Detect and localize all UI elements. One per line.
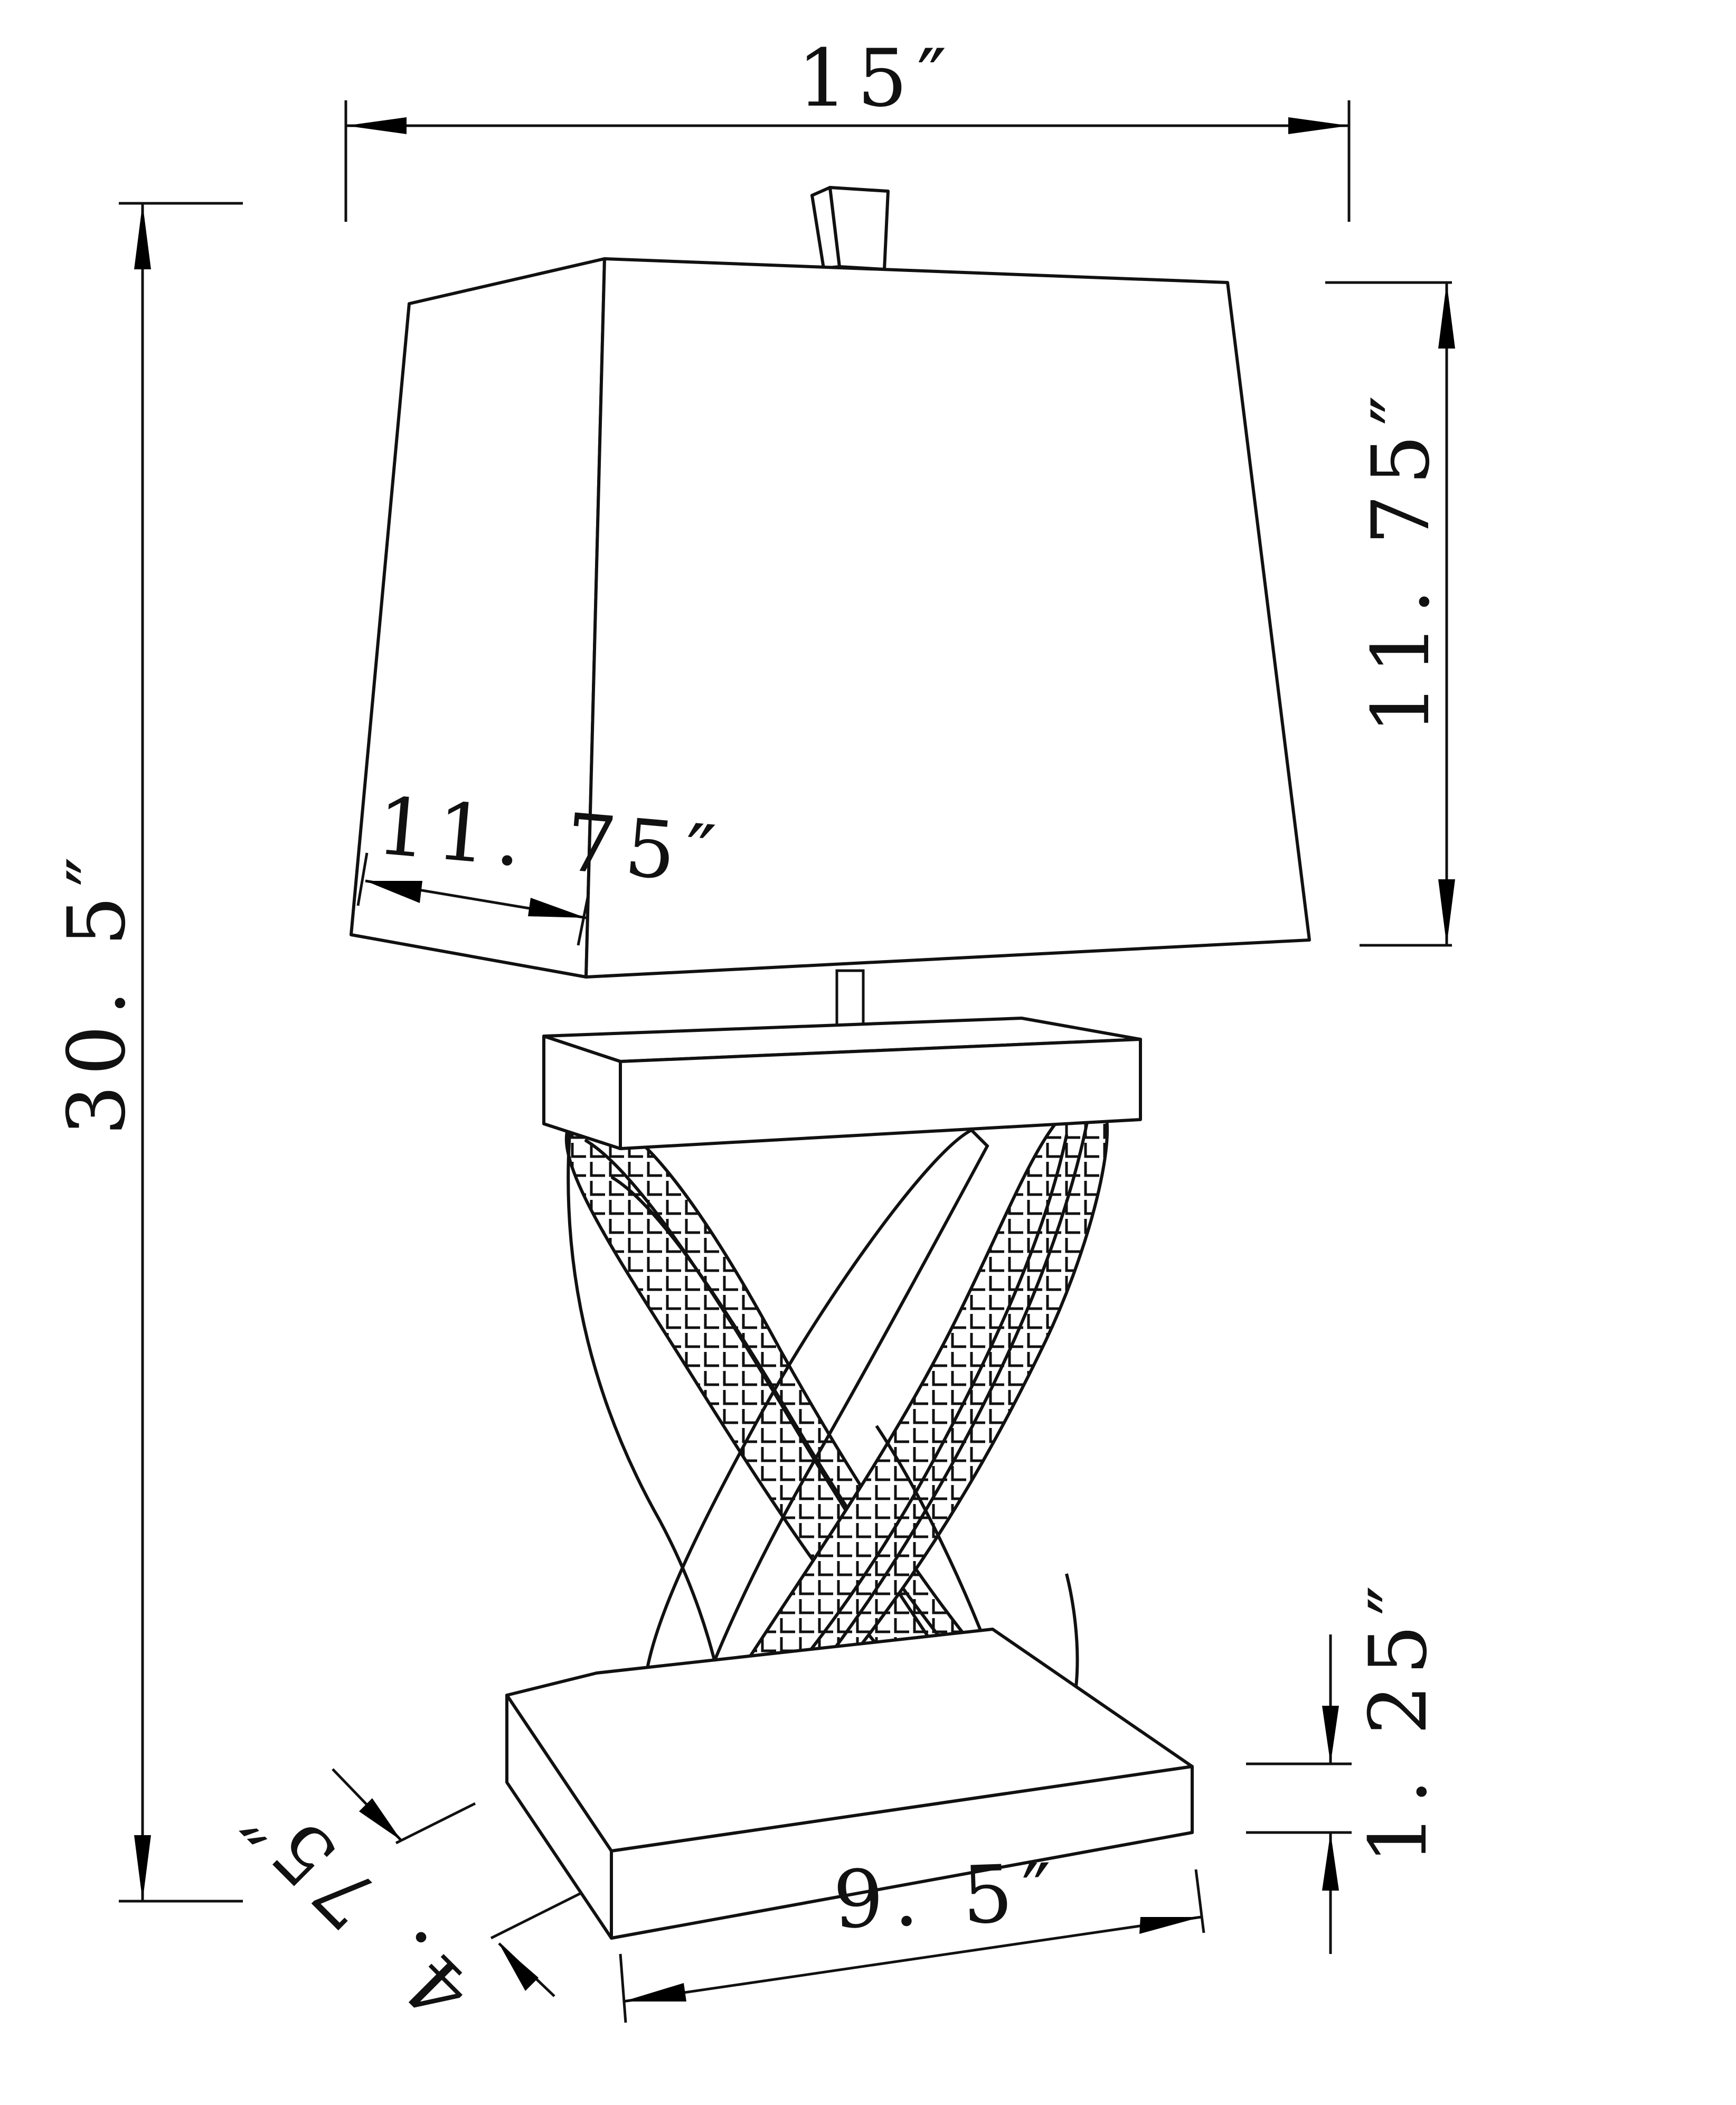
- label-overall-height: 30. 5″: [51, 847, 143, 1135]
- lampshade: [350, 257, 1311, 979]
- arrow-right-icon: [1139, 1917, 1201, 1934]
- arrow-down-icon: [134, 1835, 151, 1901]
- arrow-down-right-icon: [359, 1798, 401, 1840]
- arrow-up-icon: [1438, 283, 1455, 349]
- label-base-depth: 4. 75″: [220, 1769, 489, 2037]
- dimension-shade-height: 11. 75″: [1325, 281, 1455, 947]
- arrow-up-left-icon: [499, 1943, 539, 1991]
- arrow-down-icon: [1322, 1706, 1339, 1764]
- finial: [810, 186, 890, 271]
- arrow-right-icon: [1288, 117, 1349, 134]
- label-shade-width: 15″: [797, 33, 956, 125]
- label-base-height: 1. 25″: [1353, 1576, 1445, 1864]
- arrow-left-icon: [346, 117, 407, 134]
- crossed-rings: [564, 1096, 1109, 1765]
- top-block: [542, 1017, 1142, 1150]
- dimension-base-width: 9. 5″: [619, 1847, 1205, 2023]
- arrow-left-icon: [623, 1983, 686, 2001]
- arrow-right-icon: [528, 898, 586, 918]
- dimension-shade-width: 15″: [344, 33, 1351, 222]
- dimension-overall-height: 30. 5″: [51, 202, 243, 1903]
- dimension-base-height: 1. 25″: [1246, 1576, 1445, 1954]
- arrow-left-icon: [365, 881, 422, 903]
- lamp-base: [505, 1628, 1194, 1940]
- arrow-up-icon: [1322, 1833, 1339, 1891]
- label-base-width: 9. 5″: [832, 1847, 1063, 1947]
- label-shade-height: 11. 75″: [1355, 386, 1447, 734]
- arrow-up-icon: [134, 203, 151, 269]
- arrow-down-icon: [1438, 879, 1455, 945]
